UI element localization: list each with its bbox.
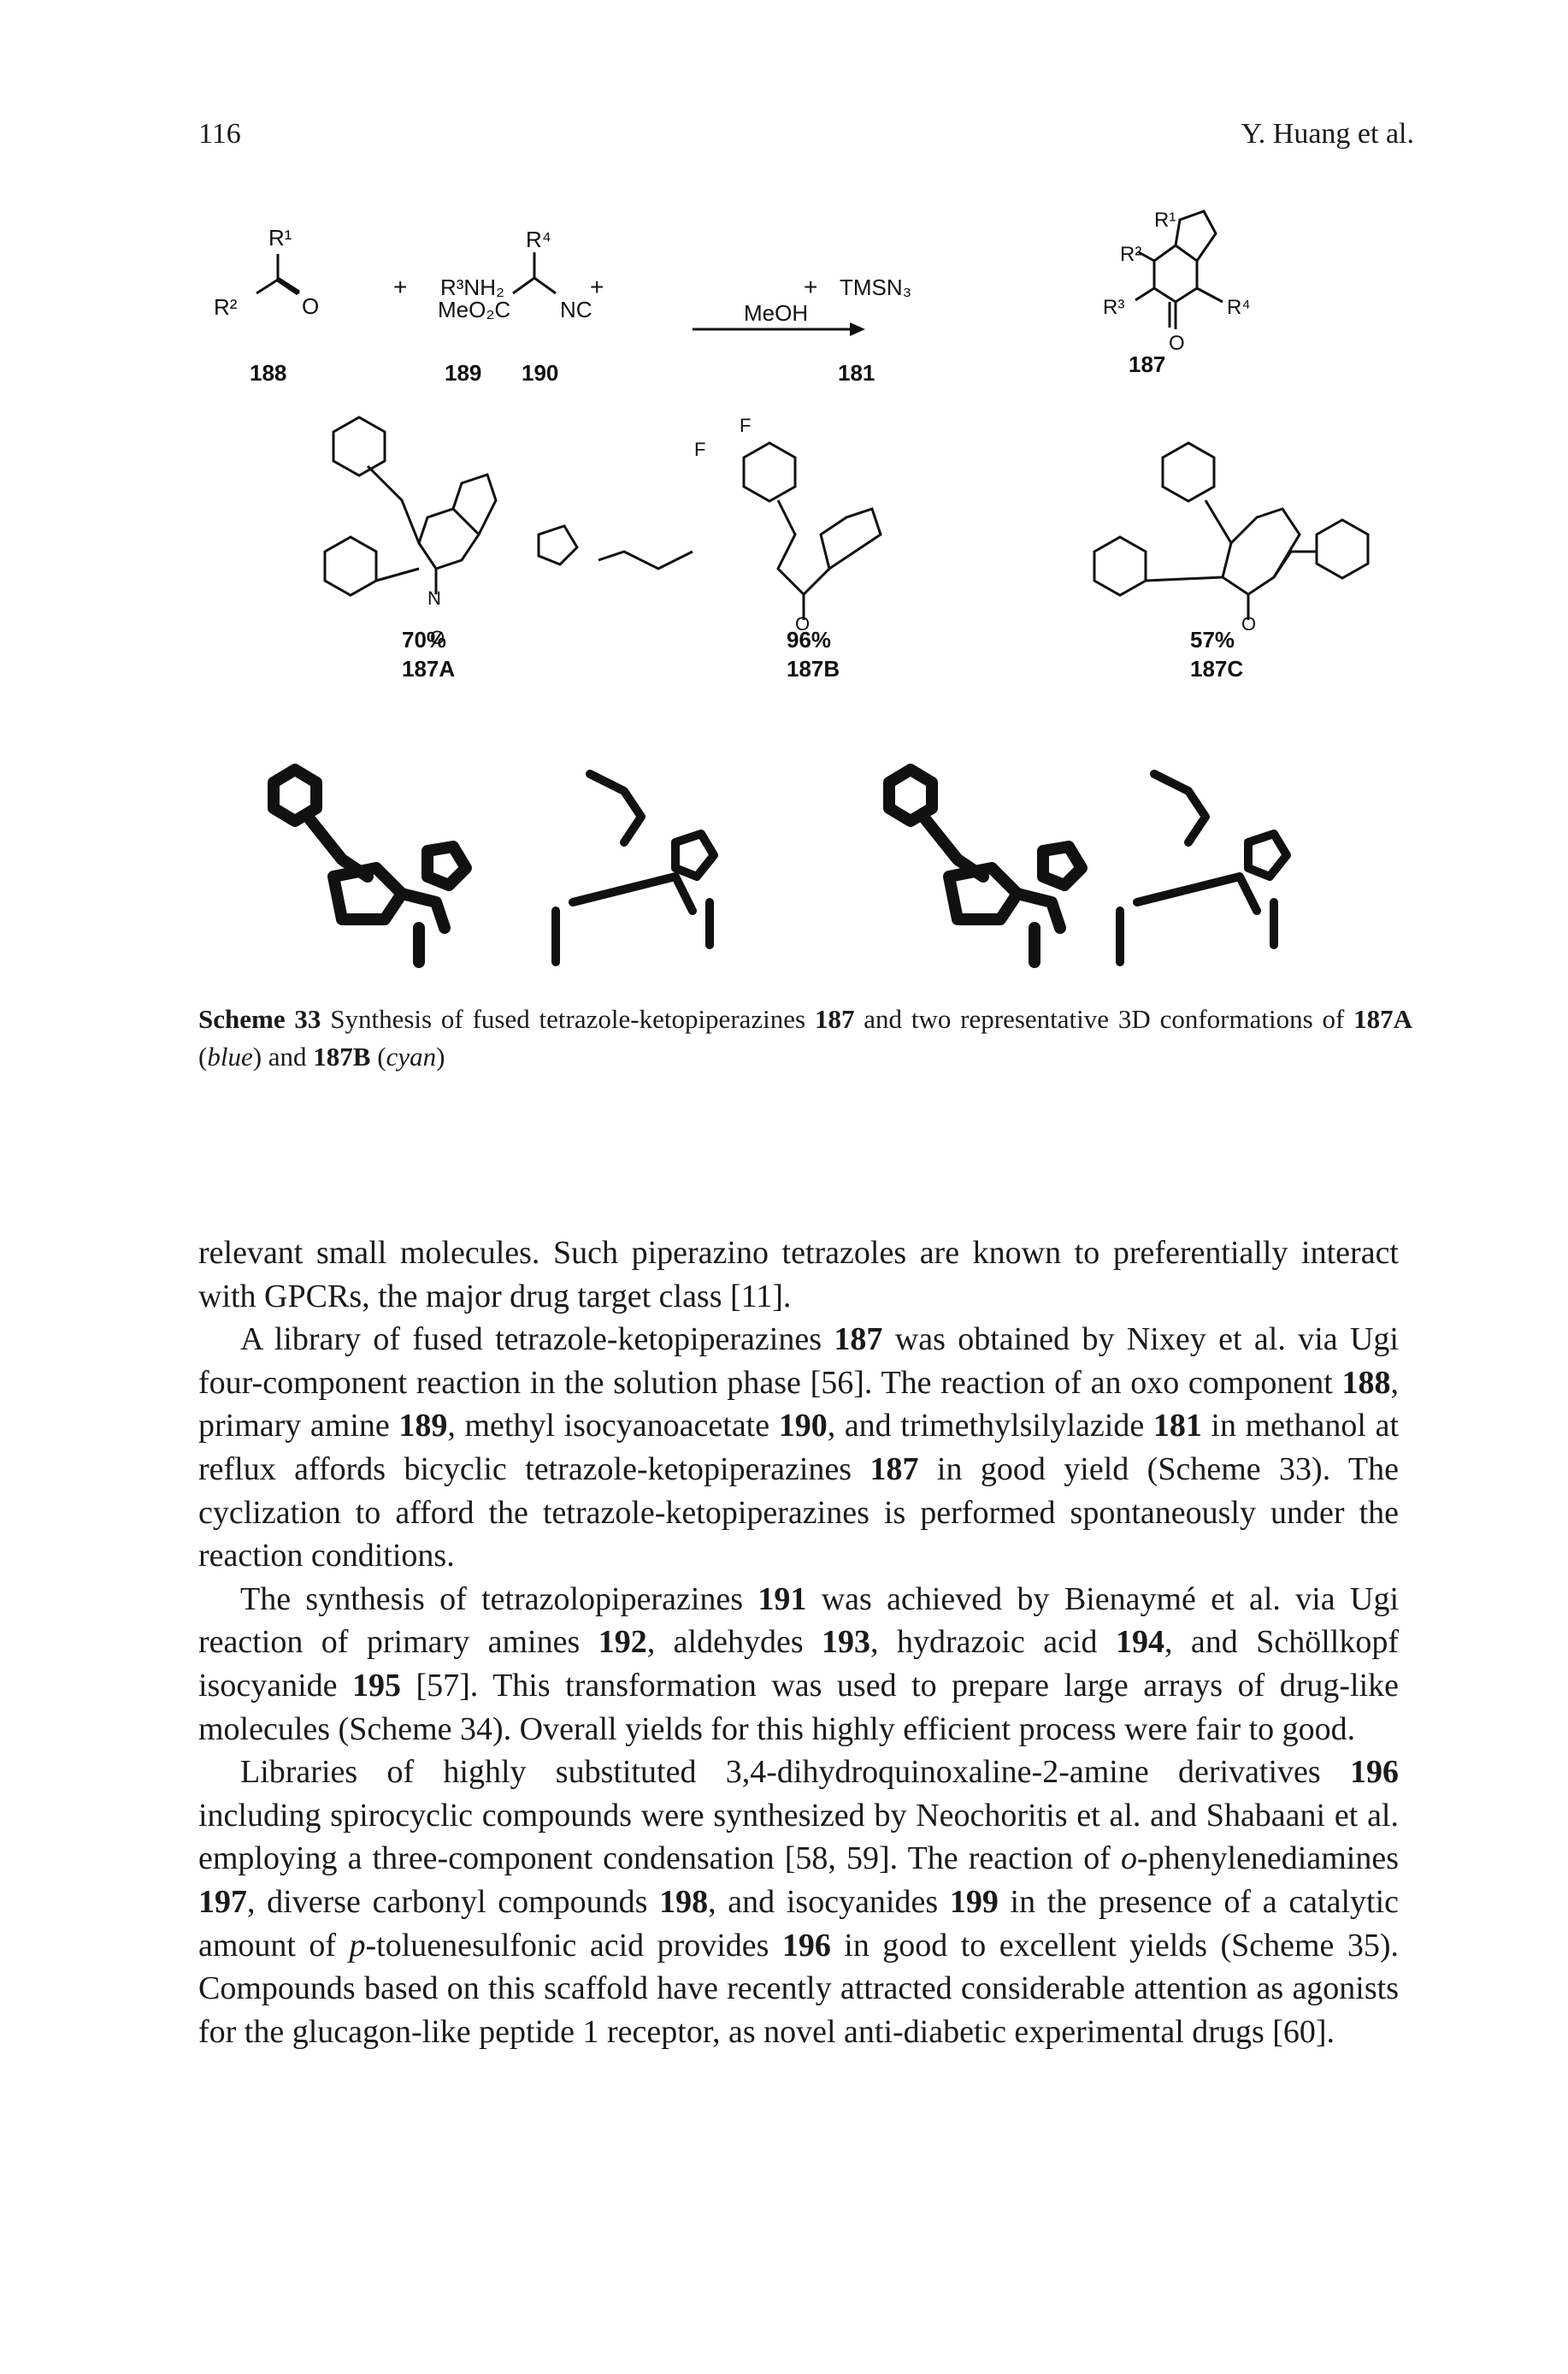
product-r4-label: R⁴ [1227, 296, 1251, 319]
compound-ref: 198 [659, 1883, 709, 1920]
page-number: 116 [198, 118, 241, 150]
compound-ref: 197 [198, 1883, 247, 1920]
text-run: , aldehydes [646, 1624, 822, 1661]
text-run: was obtained by Nixey et al. via Ugi fou… [198, 1321, 1399, 1401]
yield-label: 70% [402, 627, 446, 653]
r4-label: R⁴ [526, 227, 551, 252]
yield-label: 57% [1190, 627, 1235, 653]
text-run: , diverse carbonyl compounds [247, 1883, 660, 1920]
r2-label: R² [214, 294, 238, 320]
compound-ref: 187 [814, 1004, 855, 1034]
text-run: was achieved by Bienaymé et al. via Ugi … [198, 1580, 1400, 1661]
paragraph: The synthesis of tetrazolopiperazines 19… [198, 1578, 1399, 1751]
compound-ref: 195 [352, 1667, 401, 1704]
text-run: including spirocyclic compounds were syn… [198, 1797, 1399, 1877]
text-run: The synthesis of tetrazolopiperazines [240, 1580, 758, 1617]
3d-conformation-187b-second [1116, 770, 1291, 966]
3d-conformation-187a-second [883, 764, 1088, 968]
text-run: -toluenesulfonic acid provides [365, 1927, 782, 1964]
compound-ref: 196 [1350, 1754, 1399, 1791]
caption-text: Synthesis of fused tetrazole-ketopiperaz… [321, 1004, 815, 1034]
plus-sign: + [393, 274, 407, 300]
r1-label: R¹ [268, 225, 292, 251]
product-r3-label: R³ [1103, 296, 1124, 319]
compound-ref: 188 [1341, 1364, 1391, 1401]
product-r1-label: R¹ [1154, 209, 1176, 232]
compound-label: 187C [1190, 656, 1243, 682]
amine-label: R³NH₂ [440, 275, 504, 300]
running-author: Y. Huang et al. [1241, 118, 1414, 150]
italic-prefix: o [1120, 1840, 1137, 1877]
product-o-label: O [1169, 332, 1185, 355]
3d-conformation-187b [551, 770, 718, 966]
compound-ref: 190 [778, 1408, 828, 1444]
solvent-label: MeOH [744, 300, 808, 326]
product-r2-label: R² [1120, 243, 1141, 266]
compound-label: 190 [522, 360, 558, 386]
text-run: , methyl isocyanoacetate [447, 1408, 779, 1444]
compound-label: 181 [838, 360, 875, 386]
atom-label: F [740, 415, 751, 436]
caption-color-note: cyan [386, 1042, 437, 1072]
reaction-scheme: R² R¹ O + R³NH₂ + R⁴ MeO₂C NC + TMSN₃ Me… [214, 209, 1370, 968]
text-run: , and trimethylsilylazide [827, 1408, 1153, 1444]
atom-label: O [795, 613, 810, 635]
compound-ref: 192 [598, 1624, 647, 1661]
caption-text: and [262, 1042, 314, 1072]
plus-sign: + [590, 274, 604, 300]
text-run: A library of fused tetrazole-ketopiperaz… [240, 1321, 834, 1358]
atom-label: O [1241, 613, 1256, 635]
italic-prefix: p [349, 1927, 366, 1964]
text-run: , hydrazoic acid [870, 1624, 1116, 1661]
compound-label: 189 [445, 360, 481, 386]
caption-text: and two representative 3D conformations … [854, 1004, 1354, 1034]
compound-label: 187 [1129, 351, 1165, 377]
text-run: in methanol at reflux affords bicyclic t… [198, 1408, 1399, 1487]
compound-label: 187B [787, 656, 840, 682]
text-run: , primary amine [198, 1364, 1399, 1444]
compound-ref: 181 [1152, 1408, 1202, 1444]
text-run: -phenylenediamines [1136, 1840, 1399, 1877]
compound-ref: 189 [398, 1408, 448, 1444]
text-run: , and Schöllkopf isocyanide [198, 1624, 1399, 1704]
tmsn3-label: TMSN₃ [840, 275, 911, 300]
paragraph: relevant small molecules. Such piperazin… [198, 1235, 1399, 1314]
atom-label: N [427, 588, 441, 609]
text-run: in good yield (Scheme 33). The cyclizati… [198, 1450, 1399, 1574]
compound-ref: 187 [869, 1450, 919, 1487]
compound-label: 187A [402, 656, 455, 682]
compound-ref: 187A [1353, 1004, 1412, 1034]
scheme-label: Scheme 33 [198, 1004, 321, 1034]
ester-label: MeO₂C [438, 297, 510, 322]
compound-ref: 193 [822, 1624, 871, 1661]
figure-caption: Scheme 33 Synthesis of fused tetrazole-k… [198, 1004, 1412, 1072]
carbonyl-o-label: O [302, 293, 319, 319]
atom-label: O [430, 627, 445, 648]
compound-ref: 191 [757, 1580, 807, 1617]
text-run: in the presence of a catalytic amount of [198, 1883, 1400, 1964]
text-run: in good to excellent yields (Scheme 35).… [198, 1927, 1399, 2050]
text-run: [57]. This transformation was used to pr… [198, 1667, 1399, 1747]
compound-ref: 187B [313, 1042, 371, 1072]
text-run: Libraries of highly substituted 3,4-dihy… [240, 1754, 1350, 1791]
paragraph: Libraries of highly substituted 3,4-dihy… [198, 1751, 1399, 2053]
text-run: , and isocyanides [708, 1883, 950, 1920]
running-head: 116 Y. Huang et al. [198, 118, 1414, 161]
isocyanide-label: NC [560, 297, 592, 322]
3d-conformation-187a [268, 764, 472, 968]
compound-ref: 199 [949, 1883, 999, 1920]
compound-label: 188 [250, 360, 286, 386]
compound-ref: 187 [834, 1321, 883, 1358]
scheme-33-figure: R² R¹ O + R³NH₂ + R⁴ MeO₂C NC + TMSN₃ Me… [197, 192, 1411, 996]
compound-ref: 194 [1115, 1624, 1164, 1661]
compound-ref: 196 [781, 1927, 831, 1964]
paragraph: A library of fused tetrazole-ketopiperaz… [198, 1318, 1399, 1578]
plus-sign: + [804, 274, 817, 300]
atom-label: F [694, 439, 705, 460]
caption-color-note: blue [207, 1042, 253, 1072]
yield-label: 96% [787, 627, 831, 653]
body-text: relevant small molecules. Such piperazin… [198, 1231, 1399, 2053]
